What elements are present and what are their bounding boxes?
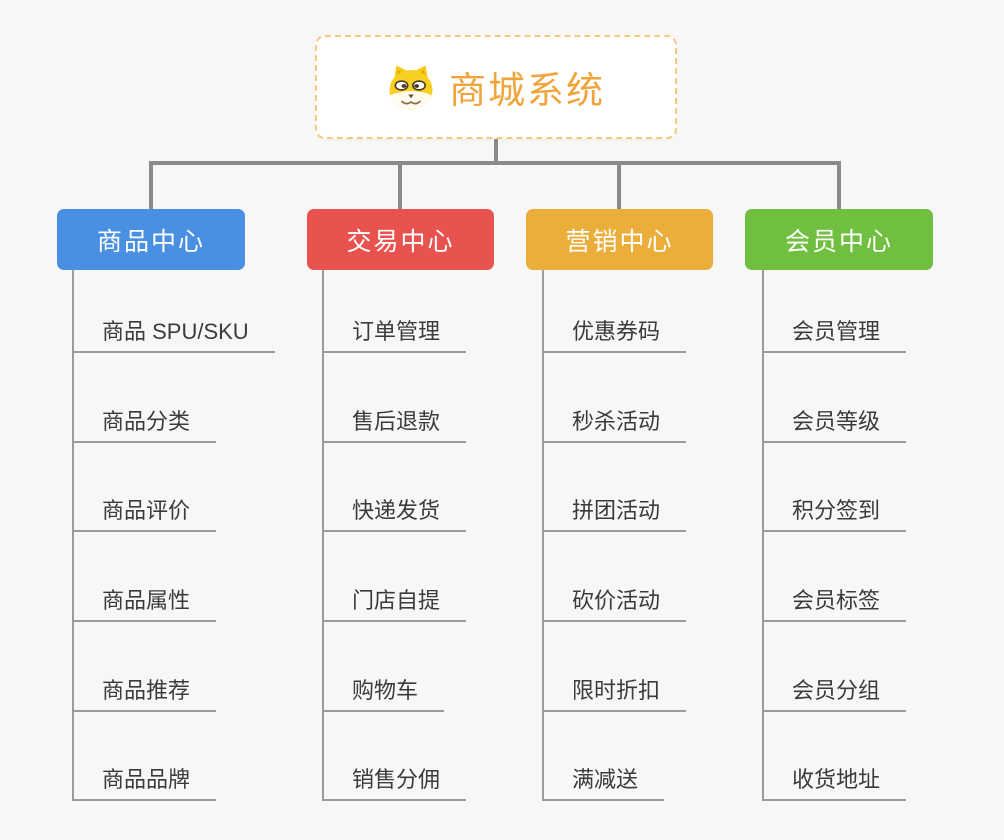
leaf-item[interactable]: 商品分类 bbox=[72, 405, 217, 443]
connector-branch-stub bbox=[149, 161, 153, 211]
leaf-item[interactable]: 秒杀活动 bbox=[542, 405, 687, 443]
branch-header-trade-center[interactable]: 交易中心 bbox=[307, 209, 494, 270]
branch-header-member-center[interactable]: 会员中心 bbox=[745, 209, 933, 270]
branch-header-product-center[interactable]: 商品中心 bbox=[57, 209, 245, 270]
leaf-item[interactable]: 商品品牌 bbox=[72, 763, 217, 801]
leaf-item[interactable]: 售后退款 bbox=[322, 405, 467, 443]
leaf-item[interactable]: 商品推荐 bbox=[72, 674, 217, 712]
leaf-item[interactable]: 满减送 bbox=[542, 763, 665, 801]
leaf-item[interactable]: 会员分组 bbox=[762, 674, 907, 712]
leaf-item[interactable]: 会员等级 bbox=[762, 405, 907, 443]
root-node[interactable]: 商城系统 bbox=[315, 35, 677, 139]
leaf-item[interactable]: 商品 SPU/SKU bbox=[72, 315, 275, 353]
connector-branch-stub bbox=[837, 161, 841, 211]
connector-root-stub bbox=[494, 138, 498, 164]
connector-horizontal-line bbox=[149, 161, 841, 165]
leaf-item[interactable]: 门店自提 bbox=[322, 584, 467, 622]
leaf-item[interactable]: 订单管理 bbox=[322, 315, 467, 353]
leaf-item[interactable]: 优惠券码 bbox=[542, 315, 687, 353]
leaf-item[interactable]: 销售分佣 bbox=[322, 763, 467, 801]
branch-header-marketing-center[interactable]: 营销中心 bbox=[526, 209, 713, 270]
branch-line bbox=[72, 270, 74, 800]
leaf-item[interactable]: 积分签到 bbox=[762, 494, 907, 532]
root-title: 商城系统 bbox=[449, 70, 605, 111]
leaf-item[interactable]: 收货地址 bbox=[762, 763, 907, 801]
leaf-item[interactable]: 拼团活动 bbox=[542, 494, 687, 532]
connector-branch-stub bbox=[398, 161, 402, 211]
leaf-item[interactable]: 商品属性 bbox=[72, 584, 217, 622]
leaf-item[interactable]: 会员标签 bbox=[762, 584, 907, 622]
branch-line bbox=[542, 270, 544, 800]
leaf-item[interactable]: 快递发货 bbox=[322, 494, 467, 532]
branch-line bbox=[322, 270, 324, 800]
leaf-item[interactable]: 购物车 bbox=[322, 674, 445, 712]
dog-face-icon bbox=[387, 64, 435, 111]
leaf-item[interactable]: 商品评价 bbox=[72, 494, 217, 532]
branch-line bbox=[762, 270, 764, 800]
leaf-item[interactable]: 会员管理 bbox=[762, 315, 907, 353]
leaf-item[interactable]: 砍价活动 bbox=[542, 584, 687, 622]
leaf-item[interactable]: 限时折扣 bbox=[542, 674, 687, 712]
connector-branch-stub bbox=[617, 161, 621, 211]
